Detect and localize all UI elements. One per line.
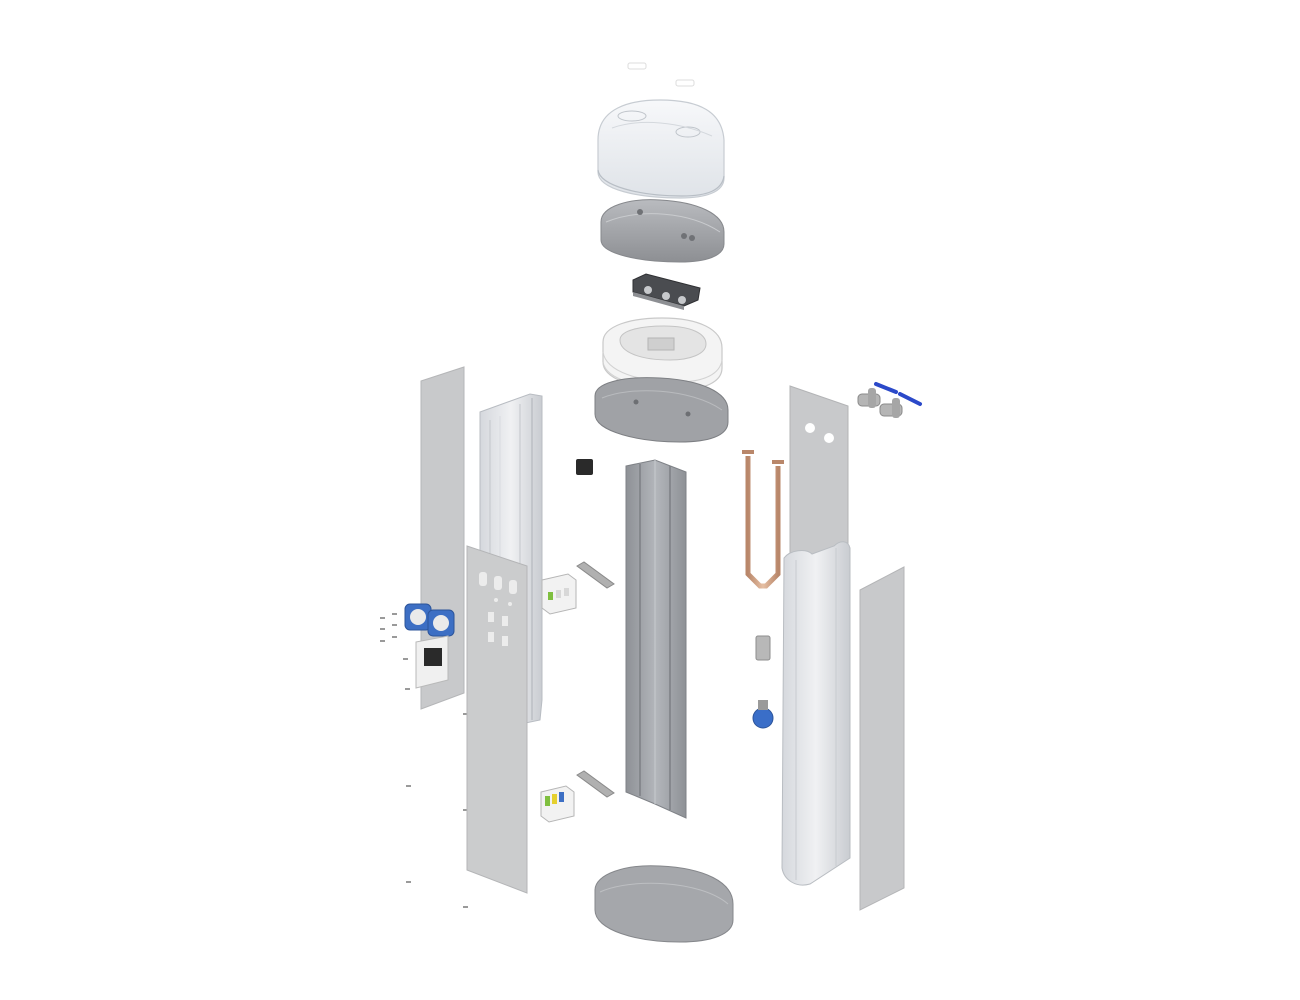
left-front-panel bbox=[466, 545, 528, 894]
screw-icon bbox=[405, 688, 410, 690]
screw-icon bbox=[392, 636, 397, 638]
meter-icon bbox=[424, 648, 442, 666]
din-rail-lower bbox=[576, 770, 615, 798]
small-plate-icon bbox=[627, 62, 647, 70]
screw-icon bbox=[406, 785, 411, 787]
water-pipe-assembly bbox=[742, 450, 784, 729]
energy-meter bbox=[415, 635, 449, 689]
socket-outlets bbox=[404, 603, 455, 637]
rail-icon bbox=[576, 770, 615, 798]
circuit-breaker-upper bbox=[541, 573, 577, 615]
screw-icon bbox=[392, 624, 397, 626]
screw-icon bbox=[380, 640, 385, 642]
right-side-panel bbox=[859, 566, 905, 911]
socket-icon bbox=[404, 603, 432, 631]
black-connector bbox=[576, 459, 593, 475]
lamp-cap bbox=[600, 199, 725, 263]
connector-icon bbox=[576, 459, 593, 475]
socket-icon bbox=[427, 609, 455, 637]
rail-icon bbox=[576, 561, 615, 589]
screw-icon bbox=[403, 658, 408, 660]
head-base-tray bbox=[594, 377, 729, 443]
valve-icon bbox=[879, 392, 922, 418]
label-plates bbox=[627, 62, 695, 87]
screw-icon bbox=[380, 628, 385, 630]
clear-dome-cover bbox=[597, 99, 725, 199]
screw-icon bbox=[463, 906, 468, 908]
small-plate-icon bbox=[675, 79, 695, 87]
right-profile bbox=[781, 541, 851, 886]
pipe-icon bbox=[755, 635, 771, 661]
din-rail-upper bbox=[576, 561, 615, 589]
led-module bbox=[632, 273, 701, 310]
breaker-icon bbox=[545, 796, 550, 806]
screw-icon bbox=[463, 809, 468, 811]
screw-icon bbox=[392, 613, 397, 615]
center-extrusion bbox=[625, 459, 687, 819]
breaker-icon bbox=[548, 592, 553, 600]
circuit-breaker-lower bbox=[540, 785, 575, 823]
screws bbox=[380, 613, 468, 908]
screw-icon bbox=[463, 713, 468, 715]
screw-icon bbox=[406, 881, 411, 883]
screw-icon bbox=[380, 617, 385, 619]
base-plate bbox=[594, 865, 734, 943]
water-valves bbox=[857, 382, 922, 418]
valve-icon bbox=[857, 382, 898, 408]
